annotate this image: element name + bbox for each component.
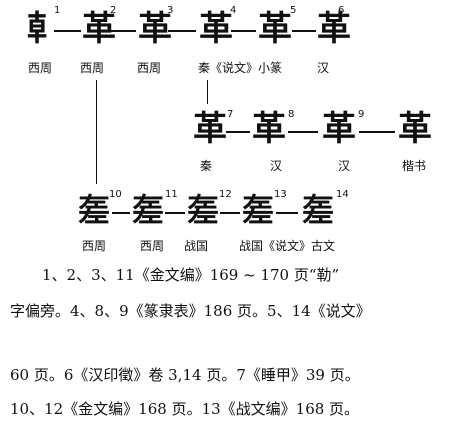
source-note: 字偏旁。4、8、9《篆隶表》186 页。5、14《说文》: [10, 302, 371, 320]
glyph-number-9: 9: [358, 109, 365, 120]
period-label: 西周: [80, 61, 105, 75]
connector-dash: [112, 212, 130, 214]
glyph-number-7: 7: [227, 109, 234, 120]
period-label: 西周: [28, 61, 53, 75]
branch-line: [207, 80, 209, 104]
connector-dash: [165, 212, 185, 214]
connector-dash: [226, 131, 250, 133]
connector-dash: [292, 30, 316, 32]
glyph-5: 革: [258, 9, 292, 49]
glyph-7: 革: [193, 109, 227, 149]
glyph-3: 革: [138, 9, 172, 49]
glyph-number-5: 5: [290, 5, 297, 16]
period-label: 秦: [200, 159, 213, 173]
connector-dash: [276, 212, 298, 214]
glyph-number-10: 10: [109, 189, 122, 200]
period-label: 汉: [317, 61, 330, 75]
connector-dash: [54, 30, 81, 32]
connector-dash: [288, 131, 318, 133]
glyph-13: 𢀡: [242, 191, 275, 229]
glyph-9: 革: [322, 109, 356, 149]
glyph-12: 𢀡: [187, 191, 220, 229]
glyph-4: 革: [199, 9, 233, 49]
connector-dash: [231, 30, 256, 32]
glyph-10: 𢀡: [78, 191, 111, 229]
connector-dash: [359, 131, 395, 133]
connector-dash: [110, 30, 136, 32]
glyph-6: 革: [317, 9, 351, 49]
period-label: 战国《说文》古文: [239, 239, 336, 253]
period-label: 西周: [82, 239, 107, 253]
period-label: 西周: [140, 239, 165, 253]
glyph-number-13: 13: [274, 189, 287, 200]
period-label: 秦《说文》小篆: [198, 61, 283, 75]
period-label: 汉: [338, 159, 351, 173]
glyph-number-14: 14: [336, 189, 349, 200]
connector-dash: [220, 212, 240, 214]
period-label: 战国: [184, 239, 209, 253]
glyph-number-12: 12: [219, 189, 232, 200]
branch-line: [96, 80, 98, 184]
glyph-number-8: 8: [288, 109, 295, 120]
source-note: 60 页。6《汉印徵》卷 3,14 页。7《睡甲》39 页。: [10, 366, 360, 384]
glyph-11: 𢀡: [132, 191, 165, 229]
glyph-number-6: 6: [338, 5, 345, 16]
period-label: 楷书: [402, 159, 427, 173]
connector-dash: [168, 30, 196, 32]
glyph-typical: 革: [398, 109, 432, 149]
glyph-14: 𢀡: [302, 191, 335, 229]
source-note: 10、12《金文编》168 页。13《战文编》168 页。: [10, 400, 360, 418]
glyph-number-1: 1: [54, 5, 61, 16]
glyph-number-3: 3: [167, 5, 174, 16]
glyph-1: 𠦝: [20, 9, 54, 49]
period-label: 汉: [270, 159, 283, 173]
glyph-number-11: 11: [165, 189, 178, 200]
glyph-number-2: 2: [110, 5, 117, 16]
glyph-number-4: 4: [230, 5, 237, 16]
glyph-8: 革: [252, 109, 286, 149]
period-label: 西周: [137, 61, 162, 75]
glyph-2: 革: [82, 9, 116, 49]
source-note: 1、2、3、11《金文编》169 ~ 170 页“勒”: [42, 266, 340, 284]
